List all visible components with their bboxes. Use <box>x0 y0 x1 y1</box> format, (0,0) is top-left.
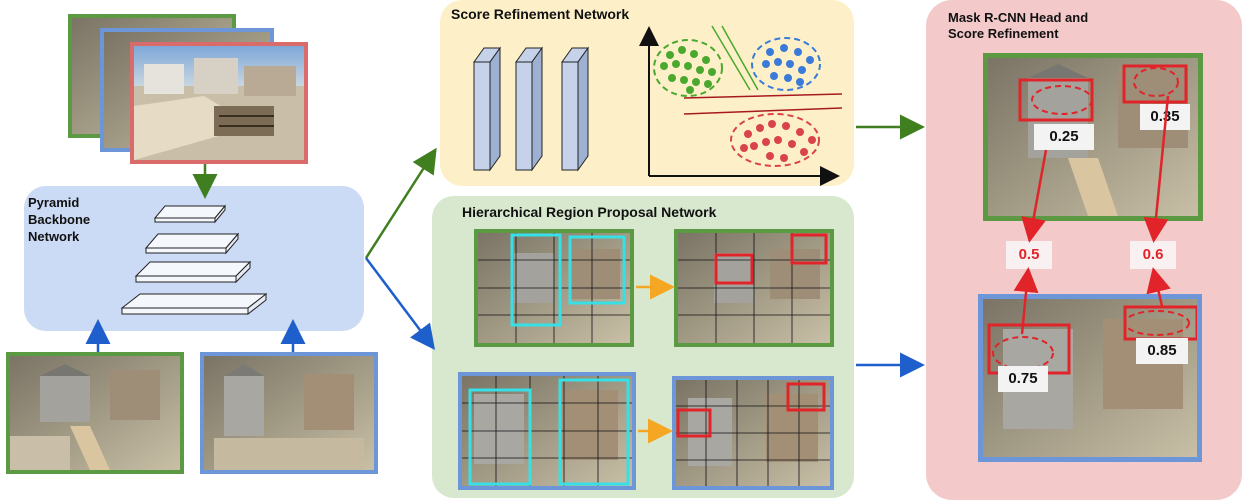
arrow-backbone-to-hrpn <box>365 257 435 350</box>
pyramid-layer-3 <box>134 260 252 284</box>
pyramid-backbone-title: Pyramid Backbone Network <box>28 195 91 244</box>
score-bottom-left: 0.75 <box>998 366 1048 392</box>
aerial-house-photo-icon <box>204 356 374 470</box>
aerial-house-photo-icon <box>478 233 630 343</box>
beach-house-photo-icon <box>134 46 304 160</box>
cnn-layer-icon <box>473 46 501 172</box>
hrpn-image-green-selected <box>674 229 834 347</box>
score-refinement-title: Score Refinement Network <box>451 6 630 22</box>
arrow-backbone-to-score-refinement <box>364 147 437 259</box>
hrpn-image-green-proposals <box>474 229 634 347</box>
pyramid-layer-1 <box>153 204 227 224</box>
hrpn-image-blue-selected <box>672 376 834 490</box>
input-image-blue <box>200 352 378 474</box>
cnn-layer-icon <box>561 46 589 172</box>
arrow-score-085-to-06 <box>1146 267 1171 307</box>
aerial-house-photo-icon <box>988 58 1198 216</box>
hrpn-title: Hierarchical Region Proposal Network <box>462 204 717 220</box>
arrow-score-075-to-05 <box>1013 267 1039 335</box>
aerial-house-photo-icon <box>676 380 830 486</box>
arrow-score-035-to-06 <box>1143 95 1170 243</box>
aerial-house-photo-icon <box>10 356 180 470</box>
mask-head-title: Mask R-CNN Head and Score Refinement <box>948 10 1089 41</box>
pyramid-layer-2 <box>144 232 240 255</box>
hrpn-image-blue-proposals <box>458 372 636 490</box>
pyramid-layer-4 <box>120 292 268 316</box>
input-image-green <box>6 352 184 474</box>
scatter-cluster-icon <box>639 25 843 186</box>
head-image-green <box>983 53 1203 221</box>
cnn-layer-icon <box>515 46 543 172</box>
aerial-house-photo-icon <box>462 376 632 486</box>
score-top-left: 0.25 <box>1034 124 1094 150</box>
input-image-red-stack <box>130 42 308 164</box>
score-mid-right: 0.6 <box>1130 241 1176 269</box>
aerial-house-photo-icon <box>678 233 830 343</box>
arrow-score-025-to-05 <box>1021 149 1048 243</box>
score-mid-left: 0.5 <box>1006 241 1052 269</box>
score-bottom-right: 0.85 <box>1136 338 1188 364</box>
